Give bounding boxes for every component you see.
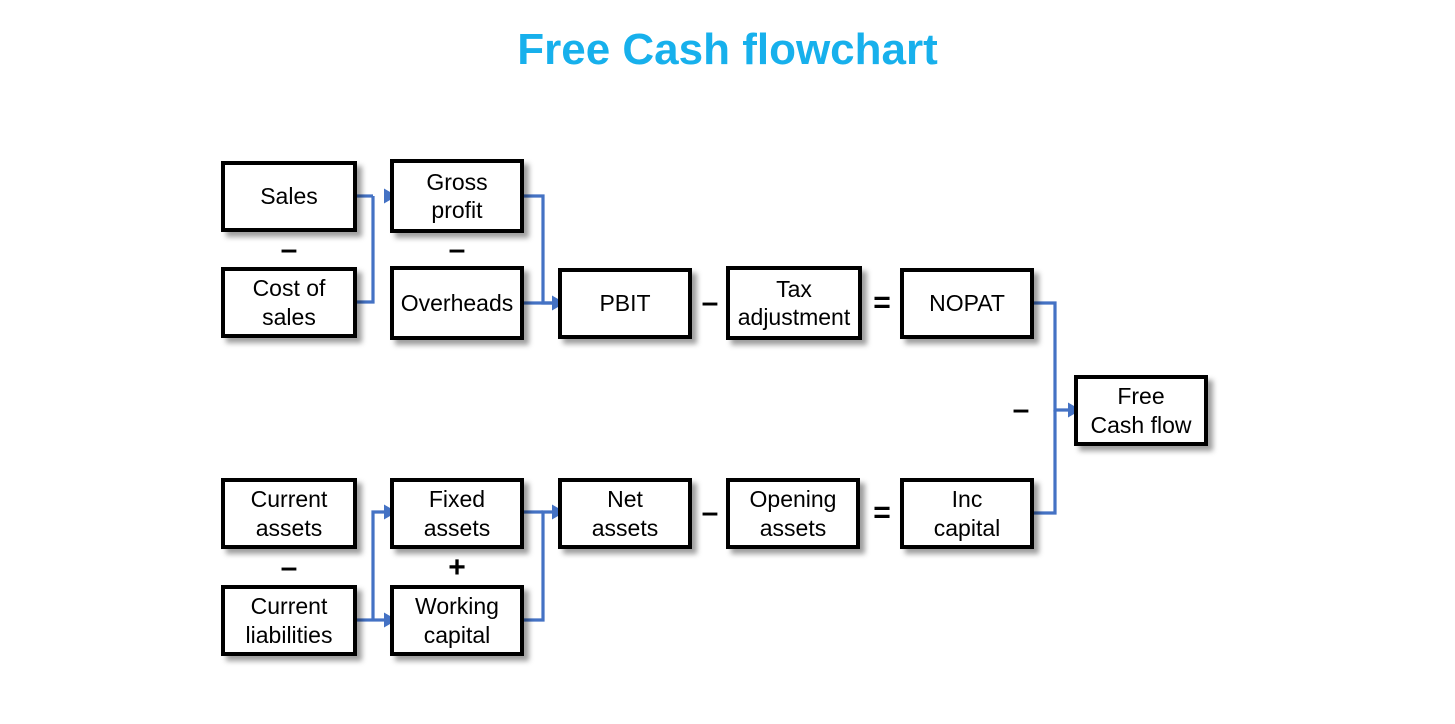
operator-op-assets-minus-liabilities: – <box>280 551 298 584</box>
operator-op-gross-minus-overheads: – <box>448 233 466 266</box>
connector-gross-profit-to-pbit <box>524 194 552 305</box>
operator-op-net-minus-opening: – <box>701 496 719 529</box>
operator-op-sales-minus-cost: – <box>280 233 298 266</box>
node-overheads[interactable]: Overheads <box>390 266 524 340</box>
connector-working-capital-to-net-assets <box>524 510 552 622</box>
node-sales[interactable]: Sales <box>221 161 357 232</box>
connector-branch-to-fixed-assets <box>371 510 384 620</box>
node-net-assets[interactable]: Net assets <box>558 478 692 549</box>
operator-op-tax-equals-nopat: = <box>873 286 891 319</box>
operator-op-pbit-minus-tax: – <box>701 286 719 319</box>
node-pbit[interactable]: PBIT <box>558 268 692 339</box>
page-title: Free Cash flowchart <box>517 25 938 74</box>
connector-inc-capital-to-free-cash-flow <box>1034 410 1057 515</box>
operator-op-nopat-minus-inc-capital: – <box>1012 393 1030 426</box>
node-cost-of-sales[interactable]: Cost of sales <box>221 267 357 338</box>
node-free-cash-flow[interactable]: Free Cash flow <box>1074 375 1208 446</box>
node-fixed-assets[interactable]: Fixed assets <box>390 478 524 549</box>
node-nopat[interactable]: NOPAT <box>900 268 1034 339</box>
node-tax-adjustment[interactable]: Tax adjustment <box>726 266 862 340</box>
node-working-capital[interactable]: Working capital <box>390 585 524 656</box>
connector-cost-of-sales-to-gross-profit <box>357 196 375 304</box>
node-inc-capital[interactable]: Inc capital <box>900 478 1034 549</box>
node-current-assets[interactable]: Current assets <box>221 478 357 549</box>
node-current-liabilities[interactable]: Current liabilities <box>221 585 357 656</box>
operator-op-fixed-plus-working: + <box>448 551 466 584</box>
connector-nopat-to-free-cash-flow <box>1034 301 1068 412</box>
operator-op-opening-equals-inc: = <box>873 496 891 529</box>
node-opening-assets[interactable]: Opening assets <box>726 478 860 549</box>
node-gross-profit[interactable]: Gross profit <box>390 159 524 233</box>
